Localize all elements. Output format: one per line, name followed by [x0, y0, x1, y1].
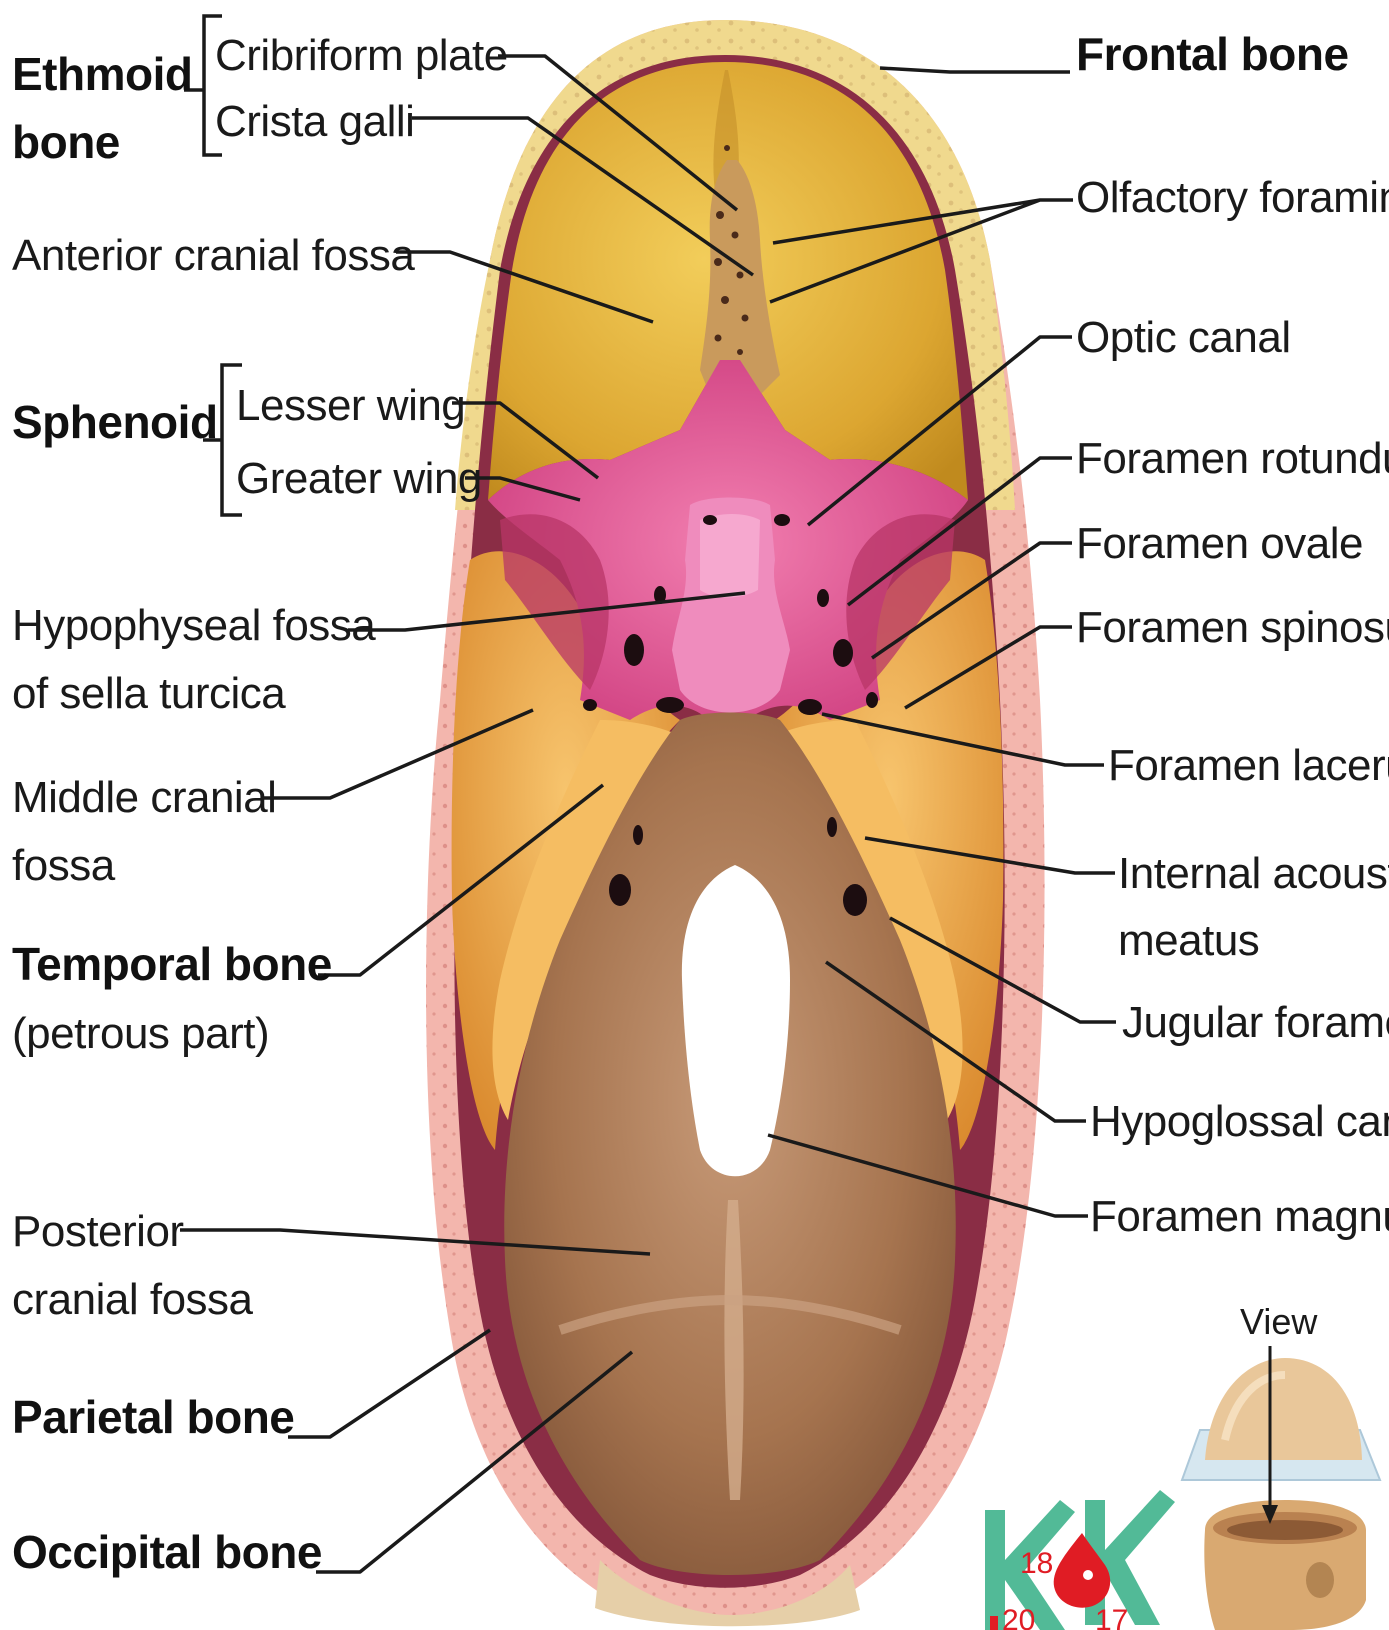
- label-temporal-line2: (petrous part): [12, 1009, 269, 1058]
- label-anterior-cranial-fossa: Anterior cranial fossa: [12, 231, 415, 280]
- label-ethmoid-line1: Ethmoid: [12, 48, 192, 100]
- label-internal-acoustic-line1: Internal acoustic: [1118, 849, 1389, 898]
- right-labels: Frontal bone Olfactory foramina Optic ca…: [1076, 28, 1389, 1241]
- label-foramen-lacerum: Foramen lacerum: [1108, 741, 1389, 790]
- label-hypophyseal-line1: Hypophyseal fossa: [12, 601, 376, 650]
- label-lesser-wing: Lesser wing: [236, 381, 465, 430]
- label-view: View: [1240, 1301, 1318, 1342]
- label-frontal-bone: Frontal bone: [1076, 28, 1349, 80]
- label-cribriform-plate: Cribriform plate: [215, 31, 508, 80]
- logo-number-20: 20: [1002, 1604, 1035, 1630]
- label-olfactory-foramina: Olfactory foramina: [1076, 173, 1389, 222]
- foramen-magnum-opening: [682, 865, 790, 1176]
- label-optic-canal: Optic canal: [1076, 313, 1291, 362]
- leader-frontal-bone: [880, 68, 1070, 72]
- label-foramen-magnum: Foramen magnum: [1090, 1192, 1389, 1241]
- label-middle-line2: fossa: [12, 841, 116, 890]
- label-occipital-bone: Occipital bone: [12, 1526, 322, 1578]
- label-temporal-line1: Temporal bone: [12, 938, 332, 990]
- label-hypophyseal-line2: of sella turcica: [12, 669, 286, 718]
- label-jugular-foramen: Jugular foramen: [1122, 998, 1389, 1047]
- view-inset: View: [1182, 1301, 1380, 1630]
- label-internal-acoustic-line2: meatus: [1118, 916, 1259, 965]
- logo-number-17: 17: [1095, 1604, 1128, 1630]
- label-crista-galli: Crista galli: [215, 97, 414, 146]
- label-foramen-rotundum: Foramen rotundum: [1076, 434, 1389, 483]
- label-posterior-line1: Posterior: [12, 1207, 184, 1256]
- label-foramen-spinosum: Foramen spinosum: [1076, 603, 1389, 652]
- label-middle-line1: Middle cranial: [12, 773, 276, 822]
- label-ethmoid-line2: bone: [12, 116, 120, 168]
- label-sphenoid: Sphenoid: [12, 396, 218, 448]
- kk-logo: 18 20 17: [985, 1490, 1175, 1630]
- label-posterior-line2: cranial fossa: [12, 1275, 254, 1324]
- label-parietal-bone: Parietal bone: [12, 1391, 294, 1443]
- logo-number-18: 18: [1020, 1547, 1053, 1580]
- label-foramen-ovale: Foramen ovale: [1076, 519, 1363, 568]
- label-greater-wing: Greater wing: [236, 454, 482, 503]
- label-hypoglossal-canal: Hypoglossal canal: [1090, 1097, 1389, 1146]
